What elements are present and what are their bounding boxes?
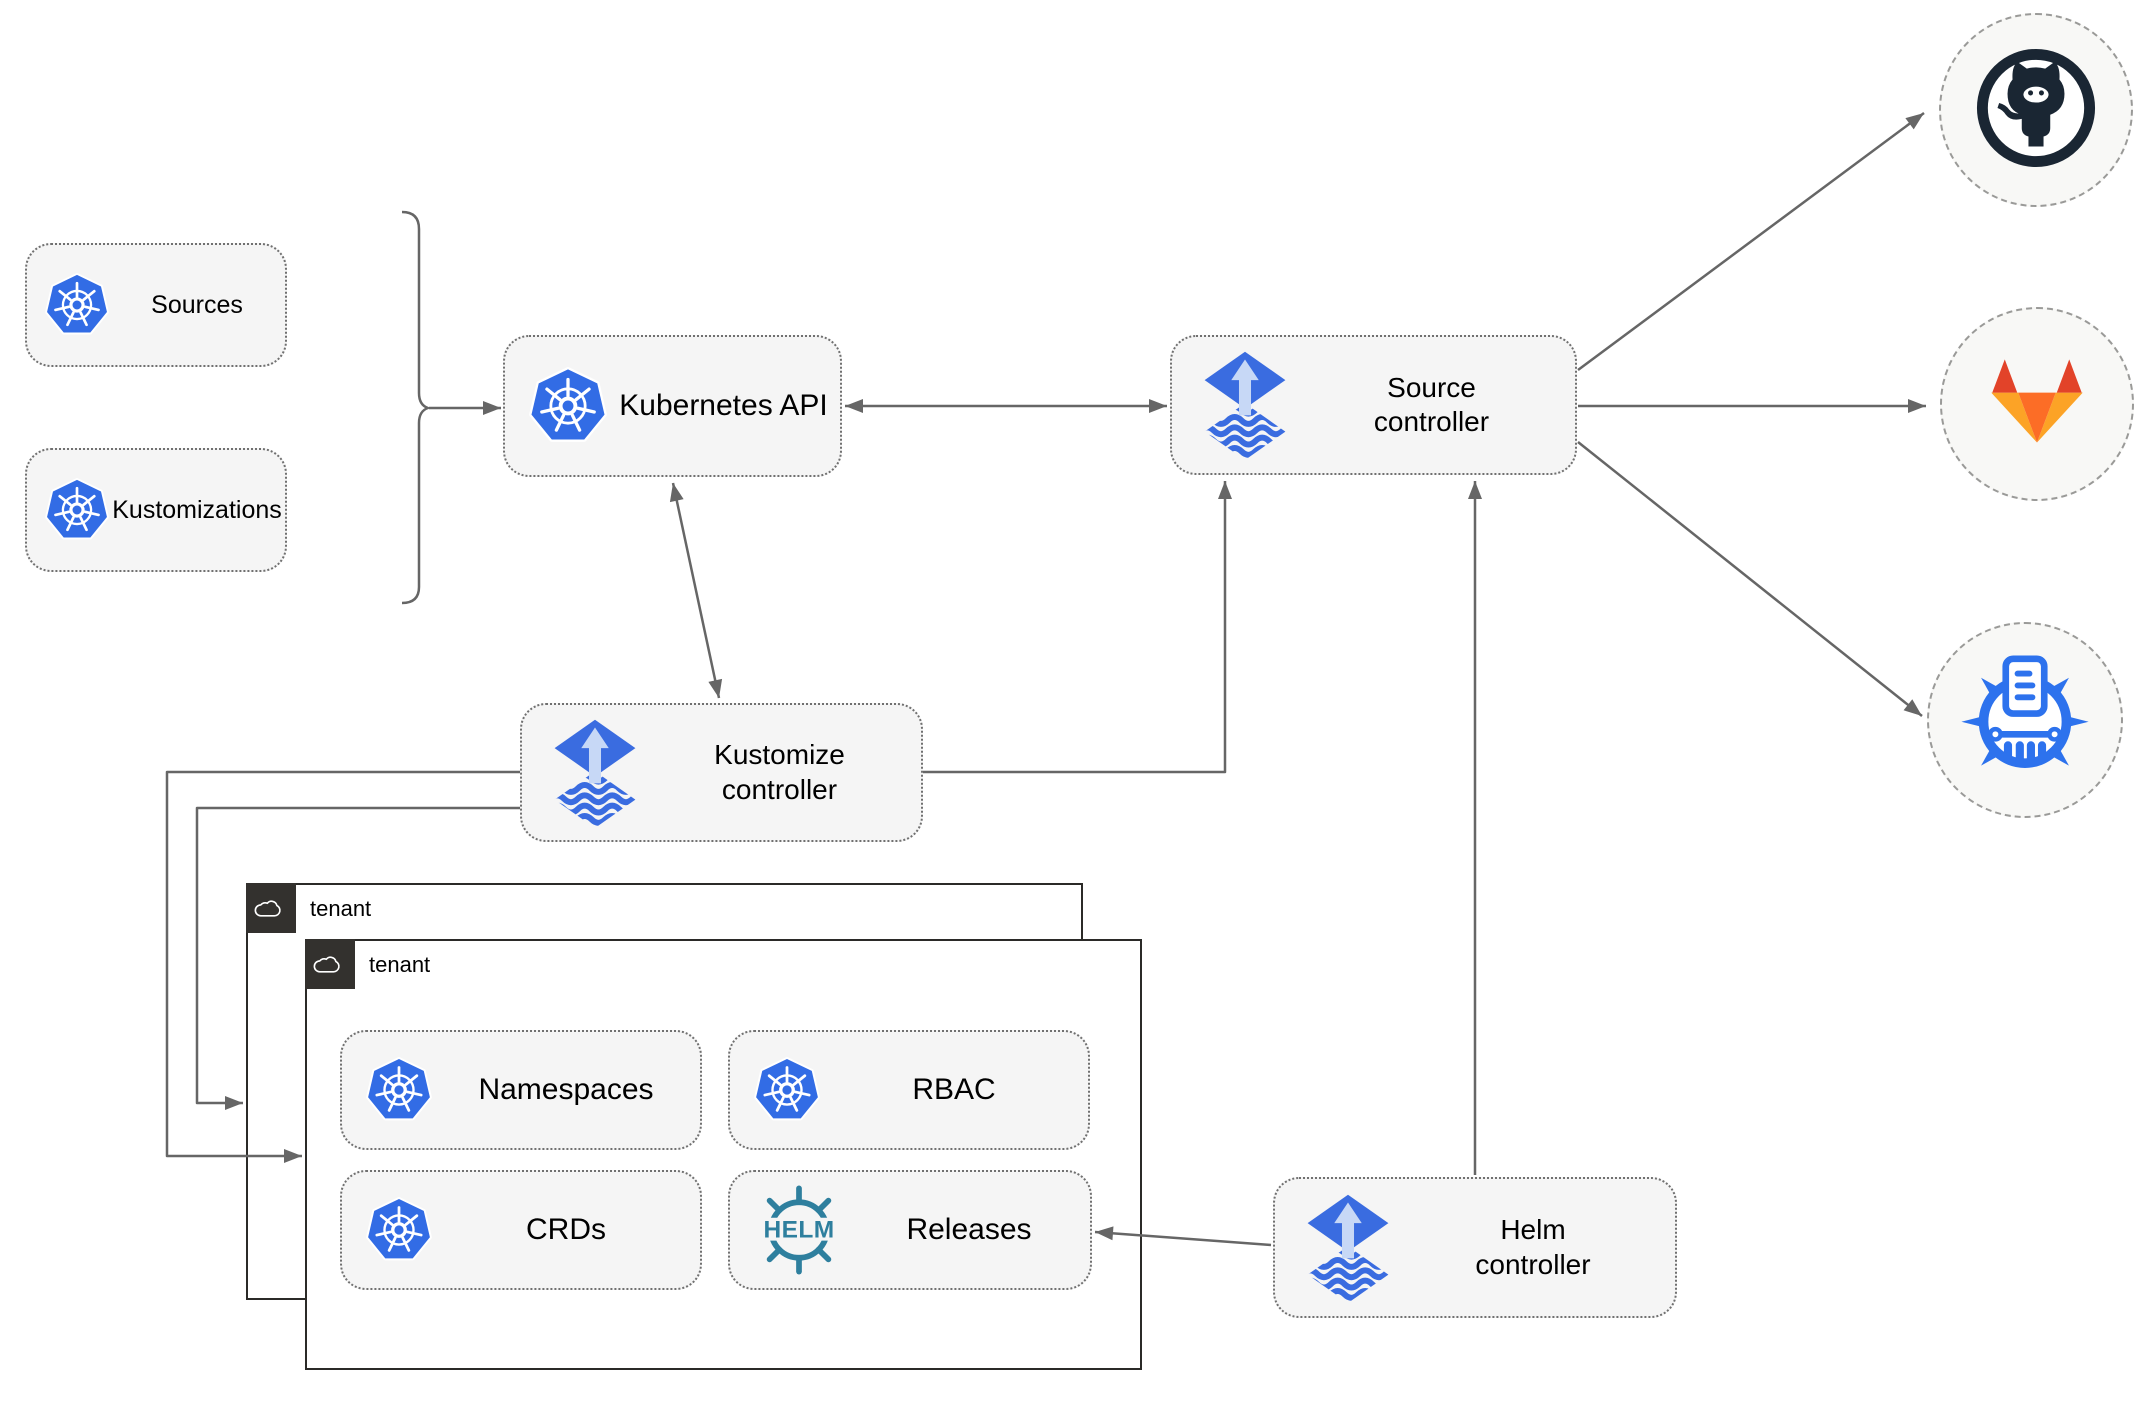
gitlab-icon [1985, 355, 2089, 454]
chartmuseum-circle [1927, 622, 2123, 818]
node-helm-controller: Helm controller [1273, 1177, 1677, 1318]
arrow-kustomize-to-source-controller [923, 481, 1232, 774]
cloud-icon [254, 894, 288, 923]
tenant-container-front: tenant [305, 939, 1142, 1370]
node-releases: HELM Releases [728, 1170, 1092, 1290]
kustomize-controller-label: Kustomize controller [714, 739, 845, 805]
github-circle [1939, 13, 2133, 207]
node-rbac: RBAC [728, 1030, 1090, 1150]
sources-label: Sources [151, 290, 243, 319]
flux-icon [1202, 350, 1288, 460]
bracket-sources-group [401, 210, 430, 605]
tenant-front-label: tenant [369, 952, 431, 977]
arrow-source-to-chartmuseum [1577, 441, 1923, 717]
cloud-icon [313, 950, 347, 979]
kubernetes-icon [366, 1197, 432, 1263]
node-kustomizations: Kustomizations [25, 448, 287, 572]
rbac-label: RBAC [912, 1073, 996, 1106]
source-controller-label: Source controller [1373, 371, 1490, 437]
arrow-source-to-github [1577, 111, 1925, 372]
tenant-back-label: tenant [310, 896, 372, 921]
arrow-kubernetes-api-kustomize-controller [669, 482, 723, 699]
releases-label: Releases [906, 1213, 1032, 1246]
kubernetes-api-label: Kubernetes API [619, 389, 828, 422]
kustomizations-label: Kustomizations [112, 495, 282, 524]
helm-controller-label: Helm controller [1475, 1214, 1591, 1280]
kubernetes-icon [529, 367, 607, 445]
node-kubernetes-api: Kubernetes API [503, 335, 842, 477]
flux-icon [552, 718, 638, 828]
kubernetes-icon [45, 478, 109, 542]
helm-wordmark: HELM [763, 1216, 834, 1243]
crds-label: CRDs [526, 1213, 606, 1246]
gitlab-circle [1940, 307, 2134, 501]
node-kustomize-controller: Kustomize controller [520, 703, 923, 842]
helm-icon: HELM [750, 1181, 848, 1279]
github-icon [1969, 41, 2103, 180]
kubernetes-icon [366, 1057, 432, 1123]
namespaces-label: Namespaces [478, 1073, 654, 1106]
kubernetes-icon [754, 1057, 820, 1123]
tenant-front-tab [305, 939, 355, 989]
node-source-controller: Source controller [1170, 335, 1577, 475]
chartmuseum-icon [1951, 644, 2099, 797]
tenant-back-tab [246, 883, 296, 933]
node-sources: Sources [25, 243, 287, 367]
kubernetes-icon [45, 273, 109, 337]
flux-icon [1305, 1193, 1391, 1303]
node-crds: CRDs [340, 1170, 702, 1290]
node-namespaces: Namespaces [340, 1030, 702, 1150]
